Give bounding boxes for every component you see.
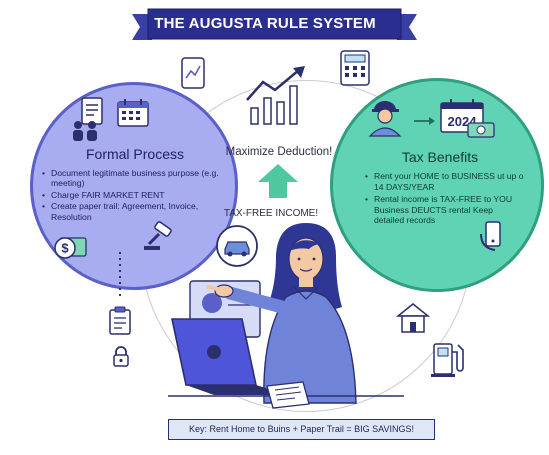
- formal-process-list: Document legitimate business purpose (e.…: [42, 168, 222, 223]
- calculator-icon: [340, 50, 370, 86]
- rising-bars-icon: [246, 66, 305, 125]
- list-item: Create paper trail: Agreement, Invoice, …: [42, 201, 222, 222]
- banner-title: THE AUGUSTA RULE SYSTEM: [154, 15, 376, 32]
- svg-text:$: $: [61, 241, 69, 256]
- maximize-deduction-label: Maximize Deduction!: [225, 146, 333, 158]
- tax-free-label: TAX-FREE INCOME!: [223, 208, 319, 219]
- list-item: Rental income is TAX-FREE to YOU Busines…: [365, 194, 525, 226]
- people-icon: [73, 121, 97, 141]
- list-item: Charge FAIR MARKET RENT: [42, 190, 222, 201]
- dollar-bills-icon: $: [54, 237, 87, 259]
- tax-benefits-list: Rent your HOME to BUSINESS ut up o 14 DA…: [365, 171, 525, 228]
- tablet-chart-icon: [181, 57, 205, 89]
- list-item: Rent your HOME to BUSINESS ut up o 14 DA…: [365, 171, 525, 192]
- house-icon: [395, 303, 431, 333]
- money-icon: [467, 122, 495, 138]
- dotted-connector: [119, 252, 121, 298]
- worker-icon: [368, 101, 402, 137]
- calendar-icon: 2024: [440, 99, 484, 133]
- fuel-pump-icon: [431, 343, 464, 377]
- calendar-icon: [117, 99, 149, 127]
- formal-process-heading: Formal Process: [85, 146, 185, 162]
- key-box: [168, 419, 435, 440]
- document-icon: [81, 97, 103, 125]
- padlock-icon: [113, 346, 129, 367]
- title-banner: [132, 8, 417, 40]
- arrow-right-icon: [414, 117, 435, 125]
- key-text: Key: Rent Home to Buins + Paper Trail = …: [189, 424, 414, 434]
- gavel-icon: [144, 221, 172, 250]
- list-item: Document legitimate business purpose (e.…: [42, 168, 222, 189]
- clipboard-icon: [109, 306, 131, 335]
- phone-icon: [480, 221, 501, 251]
- up-arrow-icon: [258, 164, 298, 198]
- paper-icon: [266, 381, 310, 409]
- car-icon: [216, 225, 258, 267]
- woman-laptop-icon: [168, 223, 404, 404]
- tax-benefits-heading: Tax Benefits: [401, 149, 479, 165]
